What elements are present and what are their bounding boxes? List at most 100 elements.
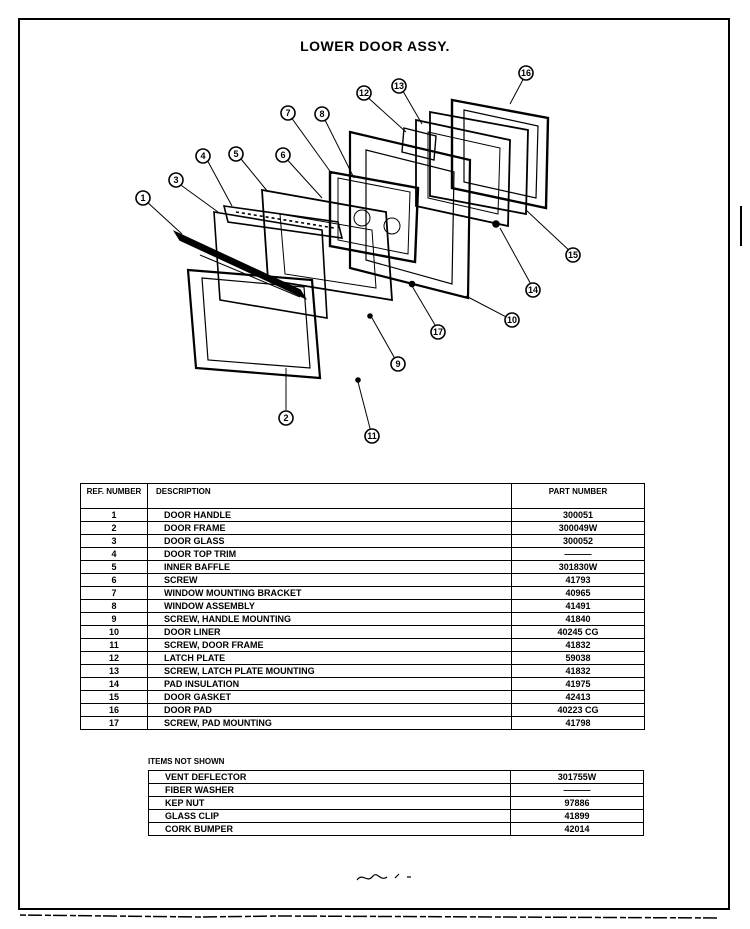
part-number-cell: ——— <box>510 783 644 797</box>
callout-label: 11 <box>367 431 377 441</box>
ref-number-cell: 15 <box>80 690 148 704</box>
signature-scribble <box>356 873 411 881</box>
description-cell: SCREW <box>147 573 512 587</box>
callout-3 <box>168 172 184 188</box>
ref-number-cell: 14 <box>80 677 148 691</box>
callout-4 <box>195 148 211 164</box>
callout-6 <box>275 147 291 163</box>
description-cell: DOOR GLASS <box>147 534 512 548</box>
callout-label: 14 <box>528 285 538 295</box>
ref-number-cell: 8 <box>80 599 148 613</box>
door-pad <box>450 98 550 210</box>
callout-label: 10 <box>507 315 517 325</box>
ref-number-cell: 1 <box>80 508 148 522</box>
callout-label: 8 <box>319 109 324 119</box>
door-gasket <box>429 110 529 216</box>
ref-number-cell: 4 <box>80 547 148 561</box>
description-cell: FIBER WASHER <box>148 783 511 797</box>
callout-label: 17 <box>433 327 443 337</box>
ref-number-cell: 3 <box>80 534 148 548</box>
callout-label: 13 <box>394 81 404 91</box>
description-cell: INNER BAFFLE <box>147 560 512 574</box>
part-number-cell: 301755W <box>510 770 644 784</box>
description-cell: GLASS CLIP <box>148 809 511 823</box>
description-cell: DOOR FRAME <box>147 521 512 535</box>
ref-number-cell: 2 <box>80 521 148 535</box>
parts-table-header: REF. NUMBER DESCRIPTION PART NUMBER <box>80 483 645 509</box>
table-row: FIBER WASHER——— <box>148 783 644 797</box>
callout-1 <box>135 190 151 206</box>
part-number-cell: 41840 <box>511 612 645 626</box>
callout-17 <box>430 324 446 340</box>
callout-label: 16 <box>521 68 531 78</box>
part-number-cell: 300051 <box>511 508 645 522</box>
callout-label: 7 <box>285 108 290 118</box>
part-number-cell: 97886 <box>510 796 644 810</box>
part-number-cell: 41798 <box>511 716 645 730</box>
description-cell: CORK BUMPER <box>148 822 511 836</box>
part-number-cell: 41975 <box>511 677 645 691</box>
part-number-cell: 40245 CG <box>511 625 645 639</box>
callout-label: 5 <box>233 149 238 159</box>
page-border <box>18 18 730 910</box>
callout-label: 9 <box>395 359 400 369</box>
door-liner-inner <box>365 149 455 285</box>
description-cell: LATCH PLATE <box>147 651 512 665</box>
ref-number-cell: 10 <box>80 625 148 639</box>
part-number-cell: 59038 <box>511 651 645 665</box>
callout-label: 1 <box>140 193 145 203</box>
callout-label: 4 <box>200 151 205 161</box>
callout-label: 2 <box>283 413 288 423</box>
inner-baffle-inner <box>279 213 377 289</box>
inner-baffle <box>261 188 393 302</box>
part-number-cell: 41793 <box>511 573 645 587</box>
items-not-shown-label: ITEMS NOT SHOWN <box>148 757 225 766</box>
ref-number-cell: 9 <box>80 612 148 626</box>
description-cell: VENT DEFLECTOR <box>148 770 511 784</box>
part-number-cell: 41832 <box>511 664 645 678</box>
part-number-cell: 301830W <box>511 560 645 574</box>
description-cell: PAD INSULATION <box>147 677 512 691</box>
ref-number-cell: 12 <box>80 651 148 665</box>
callout-label: 15 <box>568 250 578 260</box>
door-handle <box>172 230 308 300</box>
description-cell: SCREW, DOOR FRAME <box>147 638 512 652</box>
callout-16 <box>518 65 534 81</box>
callout-9 <box>390 356 406 372</box>
part-number-cell: 300052 <box>511 534 645 548</box>
door-top-trim <box>222 205 344 239</box>
description-cell: DOOR HANDLE <box>147 508 512 522</box>
ref-number-header: REF. NUMBER <box>80 483 148 509</box>
page-title: LOWER DOOR ASSY. <box>300 38 450 54</box>
description-cell: SCREW, LATCH PLATE MOUNTING <box>147 664 512 678</box>
callout-10 <box>504 312 520 328</box>
description-cell: DOOR GASKET <box>147 690 512 704</box>
part-number-cell: 40223 CG <box>511 703 645 717</box>
description-cell: DOOR LINER <box>147 625 512 639</box>
callout-14 <box>525 282 541 298</box>
callout-15 <box>565 247 581 263</box>
part-number-cell: 41491 <box>511 599 645 613</box>
window-bracket <box>337 177 411 255</box>
exploded-door-diagram: 1 2 3 4 5 6 7 8 9 10 11 12 13 14 15 16 1… <box>135 65 581 444</box>
callout-label: 12 <box>359 88 369 98</box>
ref-number-cell: 6 <box>80 573 148 587</box>
callout-7 <box>280 105 296 121</box>
door-glass <box>213 211 328 319</box>
callout-13 <box>391 78 407 94</box>
part-number-cell: ——— <box>511 547 645 561</box>
